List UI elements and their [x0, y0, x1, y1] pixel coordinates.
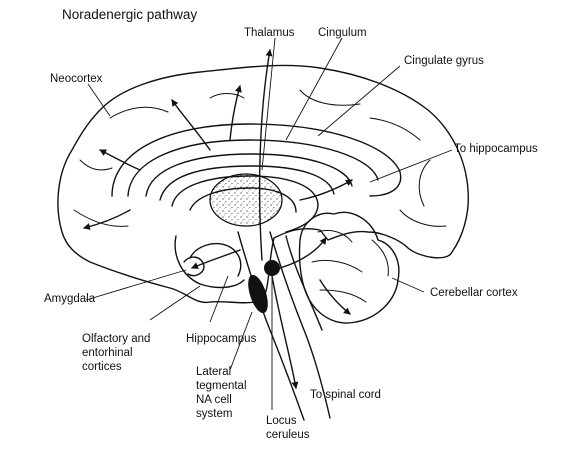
label-hippocampus: Hippocampus — [186, 333, 257, 345]
leader-cingulate-gyrus — [317, 65, 401, 137]
arrow-to-amygdala — [191, 249, 241, 269]
cerebellum-fold-2 — [311, 259, 363, 273]
thalamus-body — [209, 173, 283, 227]
leader-to-hippocampus — [369, 149, 453, 183]
brainstem — [237, 231, 305, 421]
cerebellum-fold-1 — [317, 229, 353, 243]
sulcus-3 — [299, 89, 361, 106]
label-to-spinal-cord: To spinal cord — [310, 389, 381, 401]
sulcus-6 — [79, 159, 113, 171]
sulcus-2 — [209, 93, 245, 99]
hippocampus-curve — [189, 242, 242, 277]
label-olfactory-line-2: entorhinal — [82, 347, 133, 359]
leader-amygdala — [85, 269, 187, 301]
cingulate-arc-outer — [111, 123, 402, 197]
leader-olfactory — [149, 285, 201, 321]
cerebellum — [298, 211, 400, 324]
leader-cingulum — [285, 37, 343, 141]
arrow-to-cingulum — [258, 49, 273, 261]
cingulate-arc-3 — [145, 153, 353, 197]
arrow-neocortex-left — [99, 149, 141, 171]
label-to-hippocampus: To hippocampus — [454, 143, 538, 155]
label-lateral-tegmental-line-2: tegmental — [196, 380, 247, 392]
amygdala-shape — [183, 256, 205, 277]
sulcus-7 — [73, 209, 129, 227]
arrow-cerebellum-down — [319, 279, 351, 315]
brainstem-2 — [269, 231, 331, 419]
label-cerebellar-cortex: Cerebellar cortex — [430, 287, 518, 299]
label-amygdala: Amygdala — [44, 293, 96, 305]
cingulate-arc-4 — [159, 165, 335, 201]
arrow-frontal-down — [83, 209, 131, 230]
label-thalamus: Thalamus — [244, 27, 295, 39]
diagram-title: Noradenergic pathway — [62, 7, 197, 22]
sulcus-4 — [369, 117, 421, 141]
label-neocortex: Neocortex — [50, 73, 103, 85]
brainstem-3 — [285, 235, 323, 331]
arrow-to-hippocampus — [299, 179, 353, 201]
temporal-lobe — [174, 235, 245, 289]
brain-outline — [57, 64, 470, 304]
label-locus-ceruleus-line-1: Locus — [266, 415, 297, 427]
label-locus-ceruleus-line-2: ceruleus — [266, 429, 310, 441]
leader-hippocampus — [209, 275, 229, 323]
arrow-neocortex-up-1 — [171, 99, 211, 151]
label-olfactory-line-1: Olfactory and — [82, 333, 150, 345]
arrow-to-spinal-cord — [271, 275, 299, 389]
lateral-tegmental-body — [248, 274, 268, 314]
label-cingulum: Cingulum — [318, 27, 367, 39]
leader-lateral-tegmental — [229, 311, 253, 371]
sulcus-5 — [418, 159, 431, 207]
sulcus-8 — [399, 209, 447, 227]
arrow-neocortex-up-2 — [229, 85, 242, 141]
leader-thalamus — [261, 37, 276, 171]
label-lateral-tegmental-line-1: Lateral — [196, 366, 231, 378]
sulcus-1 — [109, 106, 169, 119]
leader-neocortex — [87, 83, 111, 117]
locus-ceruleus-body — [264, 260, 280, 276]
label-lateral-tegmental-line-4: system — [196, 408, 232, 420]
cerebellum-fold-4 — [371, 239, 389, 277]
leader-cerebellar-cortex — [391, 277, 425, 293]
cerebellum-fold-3 — [319, 289, 367, 303]
label-lateral-tegmental-line-3: NA cell — [196, 394, 232, 406]
arrow-to-cerebellum — [279, 237, 327, 269]
label-cingulate-gyrus: Cingulate gyrus — [404, 55, 484, 67]
cingulate-arc-2 — [127, 139, 379, 197]
label-olfactory-line-3: cortices — [82, 361, 122, 373]
